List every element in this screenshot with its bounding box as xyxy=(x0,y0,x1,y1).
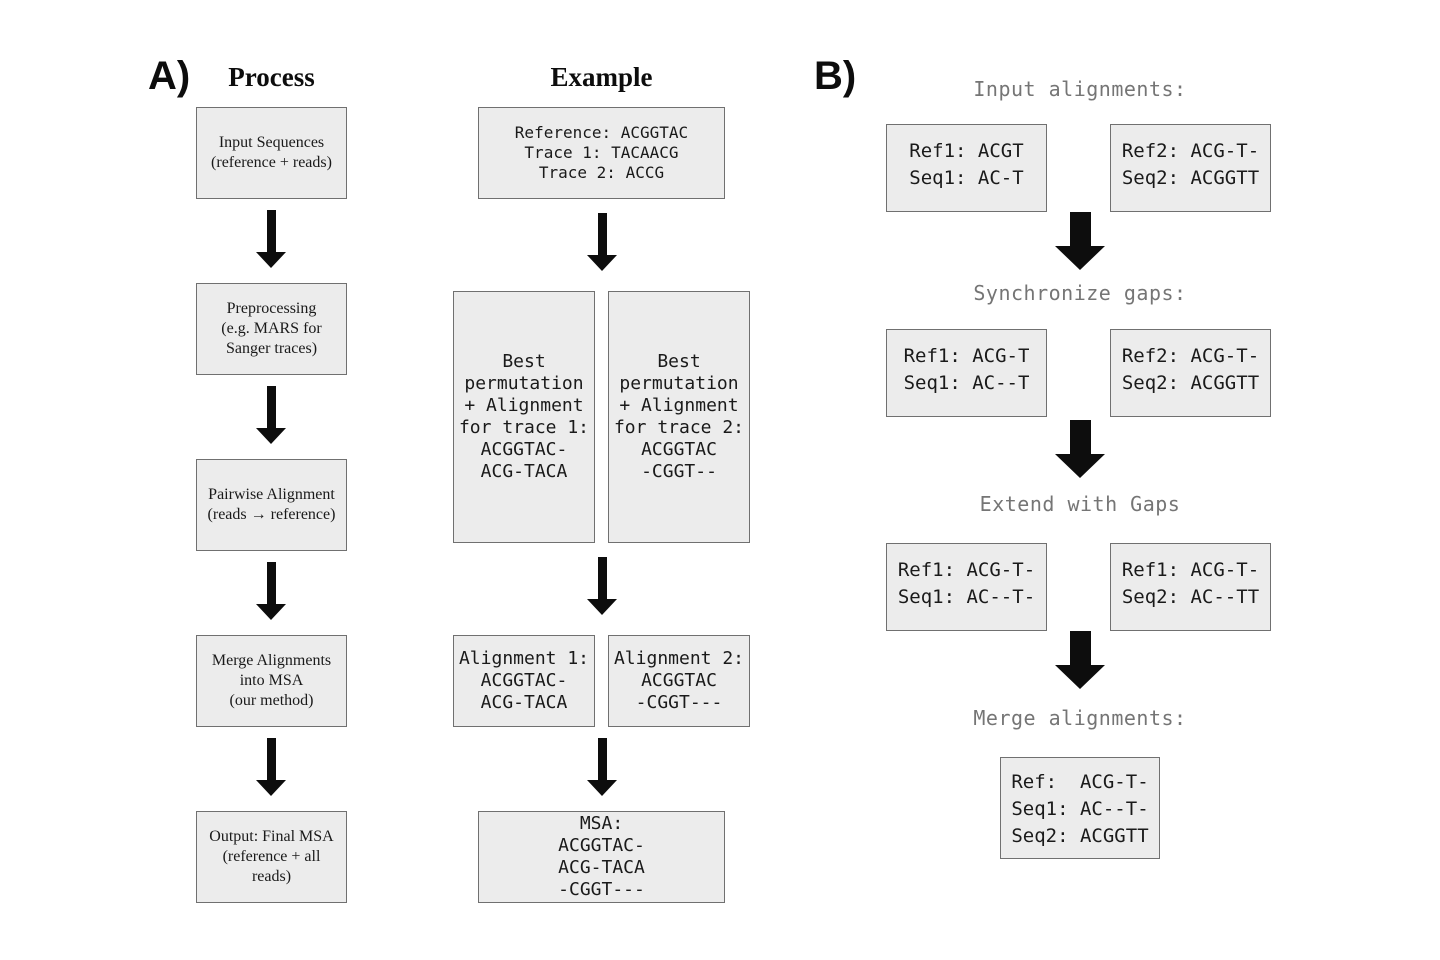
arrow-head xyxy=(587,255,617,271)
process-step-preprocessing: Preprocessing (e.g. MARS for Sanger trac… xyxy=(196,283,347,375)
input-alignment-1-text: Ref1: ACGT Seq1: AC-T xyxy=(909,140,1024,189)
step-header-extend-with-gaps: Extend with Gaps xyxy=(979,492,1181,516)
input-alignment-1-box: Ref1: ACGT Seq1: AC-T xyxy=(886,124,1047,212)
synchronized-alignment-1-box: Ref1: ACG-T Seq1: AC--T xyxy=(886,329,1047,417)
arrow-head xyxy=(1055,246,1105,270)
down-arrow-icon xyxy=(256,386,286,444)
arrow-shaft xyxy=(1069,420,1091,454)
synchronized-alignment-1-text: Ref1: ACG-T Seq1: AC--T xyxy=(903,345,1030,394)
example-permutation-trace1-text: Best permutation + Alignment for trace 1… xyxy=(458,351,590,482)
example-msa-text: MSA: ACGGTAC- ACG-TACA -CGGT--- xyxy=(558,813,645,900)
arrow-head xyxy=(587,599,617,615)
step-header-synchronize-gaps: Synchronize gaps: xyxy=(973,281,1187,305)
process-column-header: Process xyxy=(228,62,315,92)
arrow-shaft xyxy=(266,738,276,780)
extended-alignment-2-box: Ref1: ACG-T- Seq2: AC--TT xyxy=(1110,543,1271,631)
synchronized-alignment-2-text: Ref2: ACG-T- Seq2: ACGGTT xyxy=(1121,345,1260,394)
arrow-head xyxy=(587,780,617,796)
process-step-pairwise-alignment: Pairwise Alignment (reads → reference) xyxy=(196,459,347,551)
example-alignment2-text: Alignment 2: ACGGTAC -CGGT--- xyxy=(613,648,745,713)
down-arrow-icon xyxy=(587,557,617,615)
extended-alignment-1-box: Ref1: ACG-T- Seq1: AC--T- xyxy=(886,543,1047,631)
arrow-shaft xyxy=(266,386,276,428)
arrow-shaft xyxy=(1069,631,1091,665)
input-alignment-2-box: Ref2: ACG-T- Seq2: ACGGTT xyxy=(1110,124,1271,212)
process-step-merge-alignments-label: Merge Alignments into MSA (our method) xyxy=(211,652,332,709)
arrow-head xyxy=(256,252,286,268)
process-step-pairwise-alignment-label: Pairwise Alignment (reads → reference) xyxy=(207,486,336,523)
down-arrow-icon xyxy=(1055,212,1105,270)
arrow-head xyxy=(256,780,286,796)
panel-b-label: B) xyxy=(814,54,857,98)
merged-alignment-text: Ref: ACG-T- Seq1: AC--T- Seq2: ACGGTT xyxy=(1011,771,1149,847)
arrow-head xyxy=(1055,454,1105,478)
process-step-input-sequences-label: Input Sequences (reference + reads) xyxy=(211,134,332,171)
process-step-preprocessing-label: Preprocessing (e.g. MARS for Sanger trac… xyxy=(221,300,322,357)
example-input-text: Reference: ACGGTAC Trace 1: TACAACG Trac… xyxy=(514,123,689,182)
example-column-header: Example xyxy=(550,62,653,92)
down-arrow-icon xyxy=(256,738,286,796)
example-permutation-trace2-box: Best permutation + Alignment for trace 2… xyxy=(608,291,750,543)
process-step-output-msa: Output: Final MSA (reference + all reads… xyxy=(196,811,347,903)
example-alignment2-box: Alignment 2: ACGGTAC -CGGT--- xyxy=(608,635,750,727)
step-header-merge-alignments: Merge alignments: xyxy=(973,706,1187,730)
arrow-shaft xyxy=(597,738,607,780)
arrow-shaft xyxy=(1069,212,1091,246)
merged-alignment-box: Ref: ACG-T- Seq1: AC--T- Seq2: ACGGTT xyxy=(1000,757,1160,859)
down-arrow-icon xyxy=(587,738,617,796)
down-arrow-icon xyxy=(587,213,617,271)
arrow-head xyxy=(256,428,286,444)
input-alignment-2-text: Ref2: ACG-T- Seq2: ACGGTT xyxy=(1121,140,1260,189)
extended-alignment-1-text: Ref1: ACG-T- Seq1: AC--T- xyxy=(897,559,1036,608)
down-arrow-icon xyxy=(256,562,286,620)
arrow-shaft xyxy=(266,210,276,252)
example-msa-box: MSA: ACGGTAC- ACG-TACA -CGGT--- xyxy=(478,811,725,903)
step-header-input-alignments: Input alignments: xyxy=(973,77,1187,101)
process-step-merge-alignments: Merge Alignments into MSA (our method) xyxy=(196,635,347,727)
arrow-shaft xyxy=(597,557,607,599)
down-arrow-icon xyxy=(256,210,286,268)
arrow-shaft xyxy=(266,562,276,604)
example-alignment1-text: Alignment 1: ACGGTAC- ACG-TACA xyxy=(458,648,590,713)
process-step-output-msa-label: Output: Final MSA (reference + all reads… xyxy=(209,828,334,885)
panel-a-label: A) xyxy=(148,54,191,98)
example-alignment1-box: Alignment 1: ACGGTAC- ACG-TACA xyxy=(453,635,595,727)
extended-alignment-2-text: Ref1: ACG-T- Seq2: AC--TT xyxy=(1121,559,1260,608)
process-step-input-sequences: Input Sequences (reference + reads) xyxy=(196,107,347,199)
example-permutation-trace1-box: Best permutation + Alignment for trace 1… xyxy=(453,291,595,543)
arrow-head xyxy=(256,604,286,620)
example-input-box: Reference: ACGGTAC Trace 1: TACAACG Trac… xyxy=(478,107,725,199)
down-arrow-icon xyxy=(1055,420,1105,478)
arrow-head xyxy=(1055,665,1105,689)
synchronized-alignment-2-box: Ref2: ACG-T- Seq2: ACGGTT xyxy=(1110,329,1271,417)
example-permutation-trace2-text: Best permutation + Alignment for trace 2… xyxy=(613,351,745,482)
down-arrow-icon xyxy=(1055,631,1105,689)
arrow-shaft xyxy=(597,213,607,255)
